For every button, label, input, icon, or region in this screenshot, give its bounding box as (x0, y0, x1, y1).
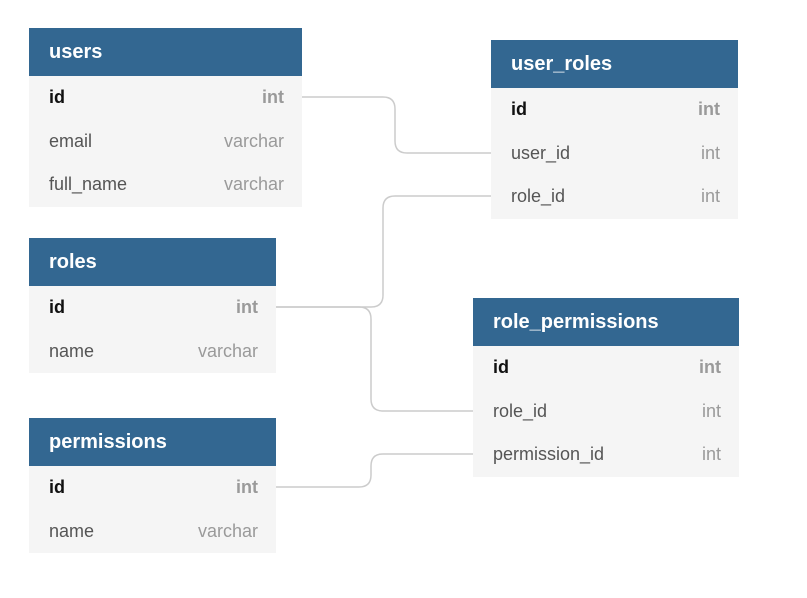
table-row-role-permissions-role-id[interactable]: role_id int (473, 390, 739, 434)
column-name: id (49, 297, 65, 318)
table-permissions[interactable]: permissions id int name varchar (29, 418, 276, 553)
column-name: id (49, 87, 65, 108)
table-header-roles[interactable]: roles (29, 238, 276, 286)
column-type: int (698, 99, 720, 120)
column-name: full_name (49, 174, 128, 195)
column-type: varchar (223, 130, 284, 151)
column-type: int (700, 142, 720, 163)
connector-permissions-id-to-role-permissions-permission-id (276, 453, 473, 488)
column-name: name (49, 340, 95, 361)
table-row-users-id[interactable]: id int (29, 76, 302, 120)
table-row-role-permissions-id[interactable]: id int (473, 346, 739, 390)
table-row-user-roles-user-id[interactable]: user_id int (491, 132, 738, 176)
table-header-user-roles[interactable]: user_roles (491, 40, 738, 88)
connector-roles-id-to-user-roles-role-id (276, 195, 491, 308)
table-row-permissions-name[interactable]: name varchar (29, 510, 276, 554)
column-name: id (511, 99, 527, 120)
table-row-permissions-id[interactable]: id int (29, 466, 276, 510)
table-row-user-roles-id[interactable]: id int (491, 88, 738, 132)
table-row-roles-id[interactable]: id int (29, 286, 276, 330)
table-user-roles[interactable]: user_roles id int user_id int role_id in… (491, 40, 738, 219)
column-name: user_id (511, 142, 571, 163)
column-name: id (49, 477, 65, 498)
column-type: int (701, 444, 721, 465)
column-name: role_id (511, 186, 566, 207)
column-name: role_id (493, 400, 548, 421)
column-type: int (262, 87, 284, 108)
column-type: int (699, 357, 721, 378)
column-name: permission_id (493, 444, 605, 465)
column-type: int (236, 477, 258, 498)
table-row-role-permissions-permission-id[interactable]: permission_id int (473, 433, 739, 477)
column-type: varchar (223, 174, 284, 195)
table-row-roles-name[interactable]: name varchar (29, 330, 276, 374)
table-roles[interactable]: roles id int name varchar (29, 238, 276, 373)
column-name: email (49, 130, 93, 151)
table-row-users-email[interactable]: email varchar (29, 120, 302, 164)
column-type: int (236, 297, 258, 318)
column-name: id (493, 357, 509, 378)
column-type: int (700, 186, 720, 207)
column-name: name (49, 520, 95, 541)
table-header-role-permissions[interactable]: role_permissions (473, 298, 739, 346)
table-users[interactable]: users id int email varchar full_name var… (29, 28, 302, 207)
connector-roles-id-to-role-permissions-role-id (276, 306, 473, 412)
table-row-users-full-name[interactable]: full_name varchar (29, 163, 302, 207)
table-header-permissions[interactable]: permissions (29, 418, 276, 466)
table-header-users[interactable]: users (29, 28, 302, 76)
table-row-user-roles-role-id[interactable]: role_id int (491, 175, 738, 219)
table-role-permissions[interactable]: role_permissions id int role_id int perm… (473, 298, 739, 477)
column-type: varchar (197, 340, 258, 361)
column-type: int (701, 400, 721, 421)
connector-users-id-to-user-roles-user-id (302, 96, 491, 154)
column-type: varchar (197, 520, 258, 541)
